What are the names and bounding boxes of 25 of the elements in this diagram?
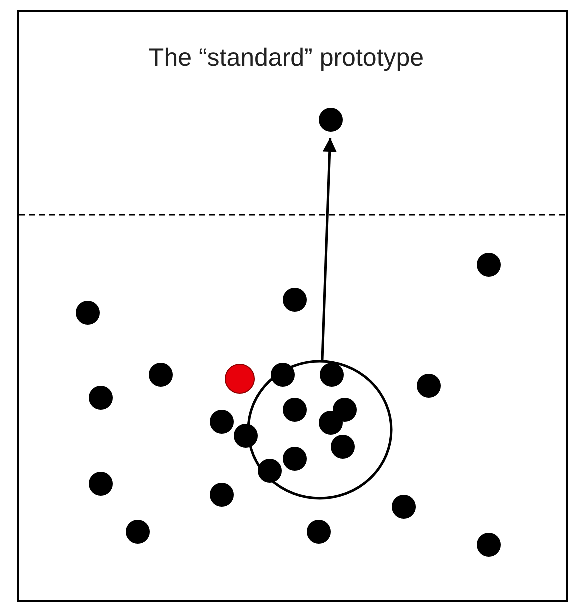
dot [319,108,343,132]
dot [271,363,295,387]
dot [210,410,234,434]
dot [307,520,331,544]
dot [417,374,441,398]
dot [392,495,416,519]
dot [331,435,355,459]
dot [477,533,501,557]
dot [76,301,100,325]
dot [283,447,307,471]
dot [283,398,307,422]
dot [258,459,282,483]
dot [89,472,113,496]
dot [283,288,307,312]
dot [225,364,255,394]
dot [149,363,173,387]
group-circle [247,360,393,500]
title: The “standard” prototype [148,44,424,72]
dot [320,363,344,387]
dot [210,483,234,507]
dot [126,520,150,544]
dot [89,386,113,410]
dot [234,424,258,448]
arrow [321,138,337,360]
dot [477,253,501,277]
